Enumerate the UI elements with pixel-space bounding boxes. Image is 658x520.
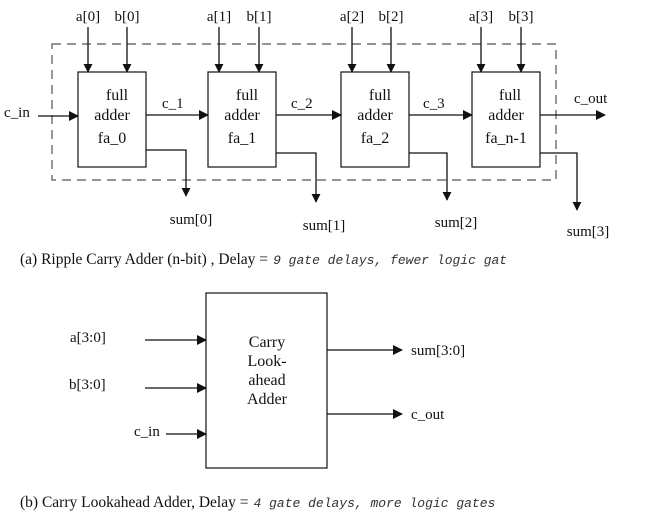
sum-label: sum[2] bbox=[435, 215, 478, 231]
lookahead-block-label: Carry bbox=[249, 334, 285, 351]
sum-label: sum[1] bbox=[303, 218, 346, 234]
adder-name: fa_2 bbox=[361, 130, 389, 147]
lookahead-caption-label: (b) Carry Lookahead Adder, Delay = bbox=[20, 494, 248, 511]
lookahead-caption: (b) Carry Lookahead Adder, Delay = 4 gate… bbox=[20, 494, 495, 511]
adder-name: fa_1 bbox=[228, 130, 256, 147]
carry-label: c_3 bbox=[423, 96, 445, 112]
ripple-caption-label: (a) Ripple Carry Adder (n-bit) , Delay = bbox=[20, 251, 268, 268]
carry-label: c_1 bbox=[162, 96, 184, 112]
full-adder-block bbox=[77, 71, 147, 168]
sum-label: sum[0] bbox=[170, 212, 213, 228]
adder-name: fa_0 bbox=[98, 130, 126, 147]
sum-arrow bbox=[146, 149, 191, 197]
input-label: a[2] bbox=[340, 9, 364, 25]
lookahead-input-label: b[3:0] bbox=[69, 377, 106, 393]
input-label: b[2] bbox=[379, 9, 404, 25]
lookahead-block-label: Look- bbox=[247, 353, 286, 370]
sum-arrow bbox=[540, 152, 582, 211]
lookahead-output-label: c_out bbox=[411, 407, 445, 423]
adder-label: full bbox=[499, 87, 522, 104]
lookahead-input-label: a[3:0] bbox=[70, 330, 106, 346]
ripple-boundary bbox=[51, 43, 557, 181]
lookahead-block bbox=[205, 292, 328, 469]
sum-arrow bbox=[409, 152, 452, 201]
full-adder-block bbox=[207, 71, 277, 168]
adder-label: adder bbox=[94, 107, 130, 124]
lookahead-input-label: c_in bbox=[134, 424, 160, 440]
input-label: b[0] bbox=[115, 9, 140, 25]
lookahead-block-label: ahead bbox=[248, 372, 285, 389]
adder-name: fa_n-1 bbox=[485, 130, 527, 147]
ripple-caption: (a) Ripple Carry Adder (n-bit) , Delay =… bbox=[20, 251, 507, 268]
input-label: a[3] bbox=[469, 9, 493, 25]
full-adder-block bbox=[340, 71, 410, 168]
adder-label: full bbox=[369, 87, 392, 104]
carry-label: c_2 bbox=[291, 96, 313, 112]
lookahead-caption-detail: 4 gate delays, more logic gates bbox=[253, 496, 495, 511]
carry-in-label: c_in bbox=[4, 105, 30, 121]
adder-label: adder bbox=[488, 107, 524, 124]
adder-label: full bbox=[236, 87, 259, 104]
ripple-caption-detail: 9 gate delays, fewer logic gat bbox=[273, 253, 507, 268]
adder-label: adder bbox=[224, 107, 260, 124]
sum-arrow bbox=[276, 152, 321, 203]
lookahead-block-label: Adder bbox=[247, 391, 288, 408]
input-label: a[1] bbox=[207, 9, 231, 25]
sum-label: sum[3] bbox=[567, 224, 610, 240]
carry-out-label: c_out bbox=[574, 91, 608, 107]
adder-label: adder bbox=[357, 107, 393, 124]
lookahead-output-label: sum[3:0] bbox=[411, 343, 465, 359]
input-label: b[3] bbox=[509, 9, 534, 25]
input-label: a[0] bbox=[76, 9, 100, 25]
adder-label: full bbox=[106, 87, 129, 104]
input-label: b[1] bbox=[247, 9, 272, 25]
